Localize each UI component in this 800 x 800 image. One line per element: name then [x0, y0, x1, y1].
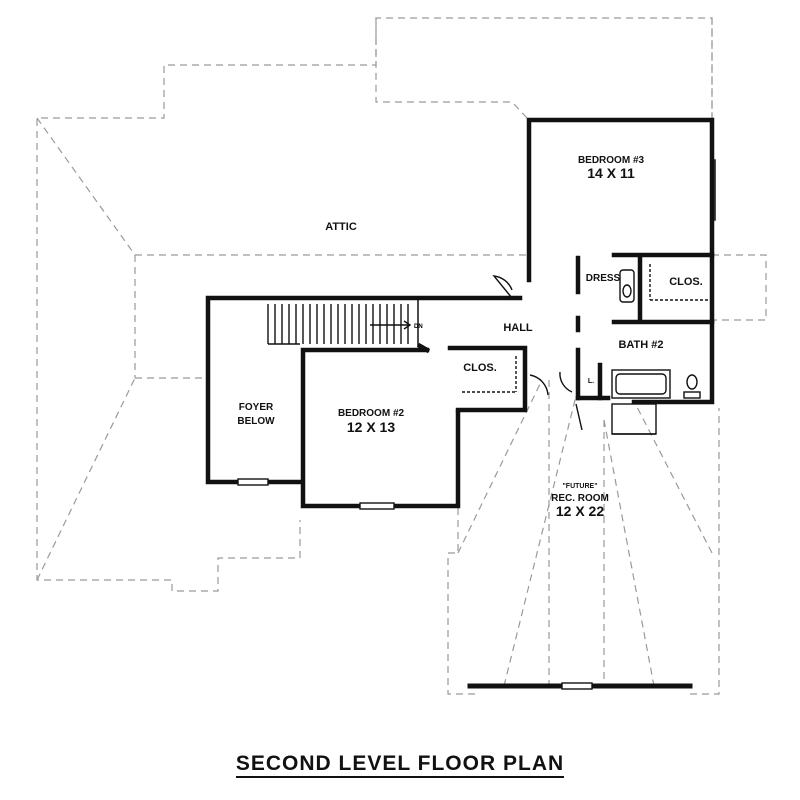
roof-edge-upper-left — [36, 38, 377, 592]
attic-label: ATTIC — [325, 221, 357, 233]
rec-room-label: REC. ROOM — [551, 493, 609, 504]
attic-door-swing — [492, 275, 513, 299]
dress-fixture — [619, 269, 635, 303]
toilet — [686, 374, 698, 390]
bedroom2-window — [359, 502, 395, 510]
foyer-label-line1: FOYER — [239, 402, 274, 413]
rec-door-swing — [529, 374, 549, 396]
bedroom2-walls — [300, 347, 461, 509]
bedroom3-walls — [526, 117, 715, 405]
bedroom3-label: BEDROOM #3 — [578, 155, 645, 166]
rec-room-window — [561, 682, 593, 690]
bedroom2-size: 12 X 13 — [347, 419, 395, 435]
bedroom2-closet-walls — [447, 345, 528, 413]
bedroom2-closet-label: CLOS. — [463, 362, 497, 374]
plan-title: SECOND LEVEL FLOOR PLAN — [235, 752, 565, 778]
fixtures — [237, 264, 708, 690]
roof-edge-rec — [447, 412, 478, 695]
bathtub — [611, 369, 671, 399]
foyer-label-line2: BELOW — [237, 416, 275, 427]
stair-treads — [267, 304, 412, 345]
bedroom2-label: BEDROOM #2 — [338, 408, 405, 419]
stairs-down-label: DN — [414, 324, 423, 330]
dress-label: DRESS — [586, 273, 621, 284]
foyer-walls — [205, 295, 523, 485]
bath2-label: BATH #2 — [618, 339, 663, 351]
linen-label: L. — [588, 378, 594, 385]
walls — [205, 117, 716, 689]
labels: ATTIC BEDROOM #3 14 X 11 DRESS CLOS. HAL… — [237, 155, 702, 519]
bedroom3-size: 14 X 11 — [587, 165, 635, 181]
roof-edge-right — [712, 254, 767, 321]
bedroom3-closet-label: CLOS. — [669, 276, 703, 288]
roof-outline — [36, 17, 767, 695]
hall-label: HALL — [503, 322, 533, 334]
plan-title-container: SECOND LEVEL FLOOR PLAN — [0, 752, 800, 778]
foyer-window — [237, 478, 269, 486]
rec-room-tag: "FUTURE" — [562, 483, 597, 490]
roof-edge-left — [375, 17, 713, 119]
rec-room-size: 12 X 22 — [556, 503, 604, 519]
